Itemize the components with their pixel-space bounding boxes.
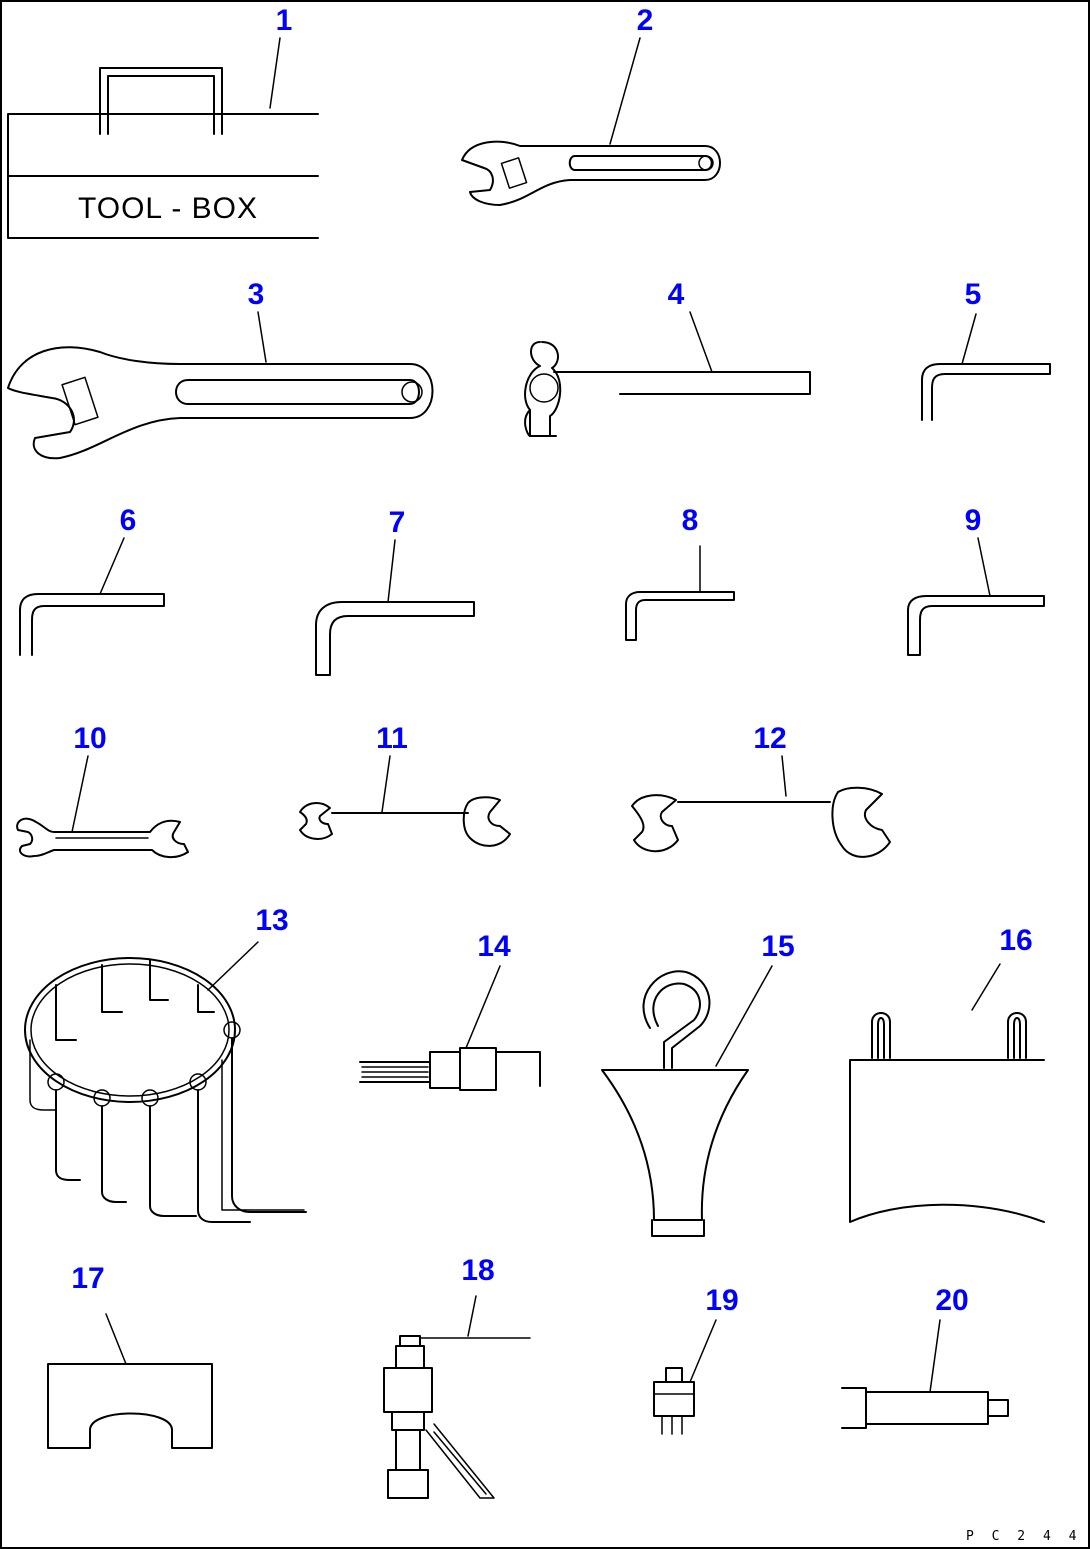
part-1-tool-box: TOOL - BOX 1 (7, 4, 319, 239)
connector-plug-icon (653, 1367, 695, 1435)
part-number-10: 10 (73, 722, 106, 755)
part-number-15: 15 (761, 930, 794, 963)
socket-bit-icon (359, 1047, 541, 1091)
part-17-block: 17 (47, 1262, 213, 1449)
leader-line-19 (689, 1319, 717, 1383)
pin-tool-icon (841, 1387, 1009, 1429)
hex-key-set-icon (24, 957, 307, 1223)
leader-line-15 (715, 965, 773, 1067)
part-number-1: 1 (276, 4, 293, 37)
part-number-9: 9 (965, 504, 982, 537)
leader-line-13 (207, 941, 259, 991)
part-number-16: 16 (999, 924, 1032, 957)
part-11-double-wrench: 11 (299, 722, 511, 847)
part-13-hex-key-set: 13 (24, 904, 307, 1223)
part-18-hydraulic-jack: 18 (383, 1254, 531, 1499)
part-number-11: 11 (376, 722, 408, 755)
part-number-14: 14 (477, 930, 511, 963)
leader-line-10 (71, 755, 89, 833)
part-4-hammer: 4 (524, 278, 811, 437)
part-number-5: 5 (965, 278, 982, 311)
block-icon (47, 1363, 213, 1449)
double-open-end-wrench-icon (631, 786, 891, 858)
part-19-connector-plug: 19 (653, 1284, 739, 1435)
hex-key-icon (625, 591, 735, 641)
hex-key-icon (315, 601, 475, 676)
container-icon (849, 1012, 1045, 1223)
leader-line-7 (387, 539, 396, 603)
double-open-end-wrench-icon (299, 796, 511, 847)
leader-line-4 (689, 311, 713, 373)
drawing-code: P C 2 4 4 1 2 (966, 1529, 1090, 1544)
part-number-3: 3 (248, 278, 265, 311)
part-number-19: 19 (705, 1284, 738, 1317)
hex-key-icon (921, 363, 1051, 421)
part-number-12: 12 (753, 722, 786, 755)
double-open-end-wrench-icon (16, 817, 189, 858)
part-5-hex-key: 5 (921, 278, 1051, 421)
part-14-socket-bit: 14 (359, 930, 541, 1091)
hydraulic-jack-icon (383, 1335, 531, 1499)
leader-line-18 (467, 1295, 477, 1337)
leader-line-12 (781, 755, 787, 797)
leader-line-11 (381, 755, 391, 813)
part-number-2: 2 (637, 4, 654, 37)
leader-line-17 (105, 1313, 127, 1365)
part-number-6: 6 (120, 504, 137, 537)
part-number-8: 8 (682, 504, 699, 537)
part-10-double-wrench: 10 (16, 722, 189, 858)
part-7-hex-key: 7 (315, 506, 475, 676)
part-number-18: 18 (461, 1254, 494, 1287)
adjustable-wrench-large-icon (7, 346, 434, 460)
tool-box-label: TOOL - BOX (78, 192, 258, 225)
leader-line-3 (257, 311, 267, 363)
leader-line-6 (99, 537, 125, 595)
part-9-hex-key: 9 (907, 504, 1045, 656)
leader-line-16 (971, 963, 1001, 1011)
hammer-icon (524, 341, 811, 437)
part-2-adjustable-wrench: 2 (461, 4, 721, 206)
part-12-double-wrench: 12 (631, 722, 891, 858)
leader-line-9 (977, 537, 991, 597)
funnel-hook-icon (601, 970, 749, 1237)
leader-line-1 (269, 37, 281, 109)
hex-key-icon (19, 593, 165, 656)
hex-key-icon (907, 595, 1045, 656)
part-number-4: 4 (668, 278, 685, 311)
leader-line-14 (465, 965, 501, 1049)
part-8-hex-key: 8 (625, 504, 735, 641)
part-number-17: 17 (71, 1262, 104, 1295)
tool-box-icon (7, 67, 319, 239)
leader-line-5 (961, 313, 977, 365)
part-20-pin-tool: 20 (841, 1284, 1009, 1429)
part-6-hex-key: 6 (19, 504, 165, 656)
part-3-adjustable-wrench: 3 (7, 278, 434, 460)
part-number-13: 13 (255, 904, 288, 937)
part-number-20: 20 (935, 1284, 968, 1317)
leader-line-2 (609, 37, 641, 145)
part-number-7: 7 (389, 506, 406, 539)
part-15-funnel-hook: 15 (601, 930, 795, 1237)
adjustable-wrench-small-icon (461, 140, 721, 206)
leader-line-20 (929, 1319, 941, 1393)
part-16-container: 16 (849, 924, 1045, 1223)
